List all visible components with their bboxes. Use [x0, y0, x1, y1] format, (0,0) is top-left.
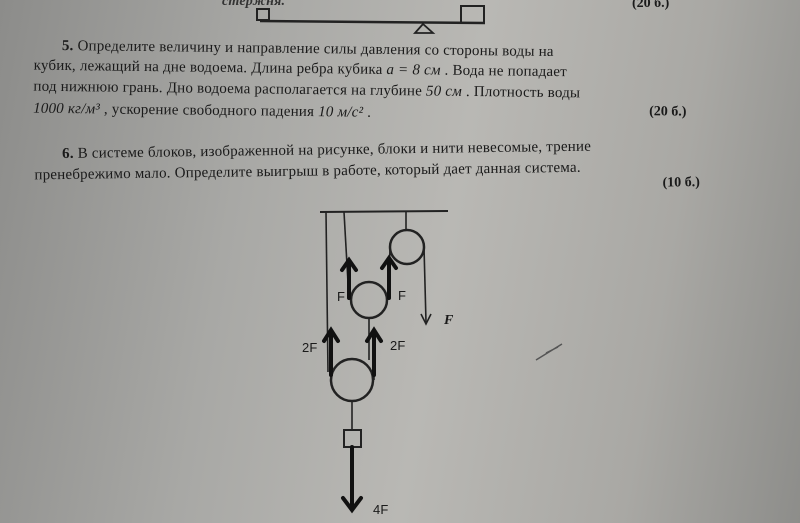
task-6-number: 6. [62, 145, 74, 162]
force-label-f-right: F [398, 288, 407, 303]
cube-edge-value: a = 8 см [386, 61, 441, 79]
previous-task-fragment: стержня. [222, 0, 286, 9]
task-5-line-2b: . Вода не попадает [444, 62, 568, 81]
pulley-diagram [319, 210, 449, 514]
previous-task-score: (20 б.) [632, 0, 670, 11]
load-box [343, 429, 362, 448]
task-5-line-4b: . [367, 104, 372, 121]
lever-drawing [256, 5, 486, 34]
gravity-value: 10 м/с² [318, 104, 364, 121]
task-5-number: 5. [61, 38, 74, 55]
task-5-line-3a: под нижнюю грань. Дно водоема располагае… [33, 78, 423, 100]
task-5-score: (20 б.) [649, 104, 687, 120]
task-6-line-1: В системе блоков, изображенной на рисунк… [77, 138, 592, 162]
ceiling-line [319, 210, 449, 213]
task-5-line-2a: кубик, лежащий на дне водоема. Длина реб… [33, 57, 383, 78]
force-label-f-left: F [337, 289, 346, 304]
task-6-score: (10 б.) [662, 175, 701, 191]
depth-value: 50 см [425, 83, 463, 100]
task-5-line-3b: . Плотность воды [465, 83, 581, 102]
task-5-line-4a: , ускорение свободного падения [103, 101, 315, 121]
force-label-2f-right: 2F [390, 338, 406, 353]
force-label-4f: 4F [373, 502, 389, 517]
force-vector-label: F⃗ [444, 313, 465, 328]
lower-pulley [329, 357, 375, 403]
task-6-line-2: пренебрежимо мало. Определите выигрыш в … [34, 159, 581, 184]
pen-mark [535, 343, 563, 361]
task-5-line-1: Определите величину и направление силы д… [77, 38, 554, 61]
force-label-2f-left: 2F [302, 340, 318, 355]
top-pulley [388, 228, 426, 266]
density-value: 1000 кг/м³ [33, 100, 101, 118]
middle-pulley [349, 280, 389, 320]
